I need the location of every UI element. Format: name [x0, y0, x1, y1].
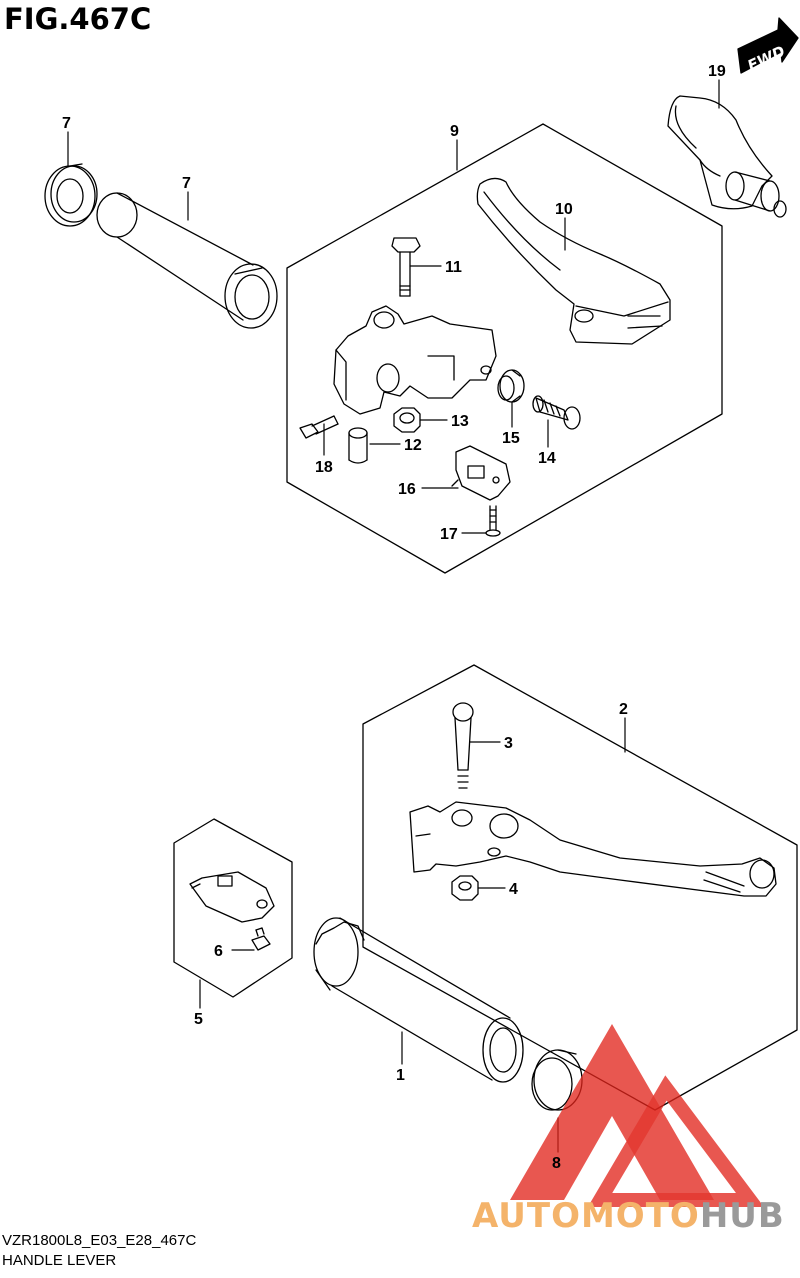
watermark-text-part2: HUB [699, 1196, 785, 1236]
part-18-screw [299, 415, 339, 439]
part-16-switch [451, 445, 511, 501]
callout-9: 9 [450, 123, 459, 140]
callout-13: 13 [451, 413, 469, 430]
part-8-bearing-top [44, 163, 98, 227]
group-9-outline [286, 123, 723, 574]
callout-8-bottom: 8 [552, 1155, 561, 1172]
part-17-screw [485, 505, 501, 537]
callout-4: 4 [509, 881, 518, 898]
callout-1: 1 [396, 1067, 405, 1084]
callout-numbers: 7 7 9 10 11 19 13 12 15 14 18 16 17 2 3 … [62, 63, 726, 1172]
part-12-collar [348, 427, 368, 464]
part-19-cover [667, 95, 787, 218]
fwd-arrow-tag [737, 17, 799, 74]
part-4-nut [451, 875, 479, 901]
diagram-code: VZR1800L8_E03_E28_467C [2, 1232, 197, 1249]
watermark-text-part1: AUTOMOTO [472, 1196, 700, 1236]
lever-bracket [333, 305, 497, 415]
callout-12: 12 [404, 437, 422, 454]
watermark-text: AUTOMOTOHUB [472, 1196, 785, 1236]
part-11-bolt [391, 237, 421, 297]
part-14-bolt [532, 395, 581, 430]
callout-14: 14 [538, 450, 556, 467]
group-2-outline [362, 664, 798, 1111]
callout-10: 10 [555, 201, 573, 218]
callout-11: 11 [445, 259, 462, 276]
callout-7: 7 [182, 175, 191, 192]
callout-15: 15 [502, 430, 520, 447]
callout-8-top: 7 [62, 115, 71, 132]
part-7-grip [96, 192, 278, 329]
callout-2: 2 [619, 701, 628, 718]
part-13-nut [393, 407, 421, 433]
part-2-brake-lever [409, 801, 777, 897]
callout-5: 5 [194, 1011, 203, 1028]
part-10-lever [476, 177, 671, 345]
part-1-throttle-grip [313, 917, 524, 1083]
callout-16: 16 [398, 481, 416, 498]
callout-6: 6 [214, 943, 223, 960]
callout-19: 19 [708, 63, 726, 80]
part-5-switch [189, 871, 275, 923]
diagram-name: HANDLE LEVER [2, 1252, 117, 1269]
callout-17: 17 [440, 526, 458, 543]
group-5-outline [173, 818, 293, 998]
part-3-bolt [452, 702, 474, 789]
callout-18: 18 [315, 459, 333, 476]
part-6-screw [251, 927, 271, 951]
callout-3: 3 [504, 735, 513, 752]
figure-title: FIG.467C [4, 2, 152, 36]
watermark-logo [510, 1024, 764, 1207]
part-15-adjuster [497, 369, 525, 403]
